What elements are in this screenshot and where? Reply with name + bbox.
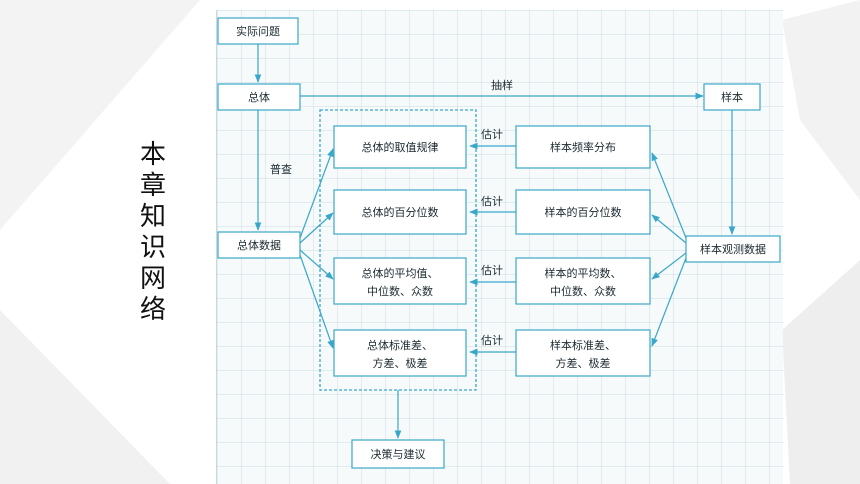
edge-data-to-std: [299, 254, 334, 349]
node-pop-mean-box: [333, 257, 467, 305]
node-sample-percentile-box: [515, 189, 651, 235]
node-pop-distribution-box: [333, 125, 467, 169]
label-sample-freq: 样本频率分布: [550, 140, 616, 154]
node-sample-mean-box: [515, 257, 651, 305]
title-char: 本: [139, 140, 166, 170]
node-pop-percentile-box: [333, 189, 467, 235]
edge-label-census: 普查: [270, 162, 292, 176]
edge-data-to-distribution: [299, 148, 334, 239]
label-sample-mean-line2: 中位数、众数: [550, 284, 616, 298]
node-actual-problem-box: [217, 17, 299, 45]
title-char: 络: [139, 295, 166, 325]
label-population-data: 总体数据: [237, 238, 281, 252]
edges: [254, 44, 736, 439]
node-pop-std-box: [333, 329, 467, 377]
edge-sdata-to-mean: [651, 252, 687, 280]
node-sample-freq-box: [515, 125, 651, 169]
title-char: 网: [139, 264, 166, 294]
title-char: 识: [139, 233, 166, 263]
label-pop-std-line2: 方差、极差: [373, 356, 428, 370]
label-decision: 决策与建议: [371, 447, 426, 461]
label-pop-mean-line1: 总体的平均值、: [362, 266, 439, 280]
nodes: [217, 17, 781, 469]
label-sample-data: 样本观测数据: [700, 242, 766, 256]
edge-label-sampling: 抽样: [491, 78, 513, 92]
edge-data-to-mean: [299, 249, 334, 280]
population-group-dashed-box: [319, 109, 477, 391]
label-pop-mean-line2: 中位数、众数: [367, 284, 433, 298]
edge-data-to-percentile: [299, 212, 334, 244]
title-char: 章: [139, 171, 166, 201]
label-sample-std-line1: 样本标准差、: [550, 338, 616, 352]
edge-labels: 抽样 普查 估计 估计 估计 估计: [270, 78, 513, 347]
label-pop-distribution: 总体的取值规律: [362, 140, 439, 154]
label-pop-percentile: 总体的百分位数: [362, 205, 439, 219]
label-sample-percentile: 样本的百分位数: [545, 205, 622, 219]
edge-label-estimate: 估计: [481, 334, 503, 347]
node-labels: 实际问题 总体 样本 总体数据 样本观测数据 总体的取值规律 总体的百分位数 总…: [236, 24, 766, 461]
label-sample: 样本: [721, 90, 743, 104]
label-sample-mean-line1: 样本的平均数、: [545, 266, 622, 280]
edge-label-estimate: 估计: [481, 195, 503, 208]
edge-sdata-to-percentile: [651, 214, 687, 244]
label-pop-std-line1: 总体标准差、: [367, 338, 433, 352]
title-char: 知: [139, 202, 166, 232]
label-sample-std-line2: 方差、极差: [556, 356, 611, 370]
node-population-box: [217, 83, 301, 111]
node-sample-data-box: [685, 235, 781, 263]
label-actual-problem: 实际问题: [236, 24, 280, 38]
edge-sdata-to-freq: [651, 152, 687, 239]
node-sample-std-box: [515, 329, 651, 377]
vertical-title: 本 章 知 识 网 络: [136, 140, 170, 326]
edge-sdata-to-std: [651, 257, 687, 347]
node-sample-box: [703, 83, 761, 111]
edge-label-estimate: 估计: [481, 128, 503, 141]
node-decision-box: [351, 439, 445, 469]
edge-label-estimate: 估计: [481, 264, 503, 277]
node-population-data-box: [217, 231, 301, 259]
label-population: 总体: [248, 90, 270, 104]
